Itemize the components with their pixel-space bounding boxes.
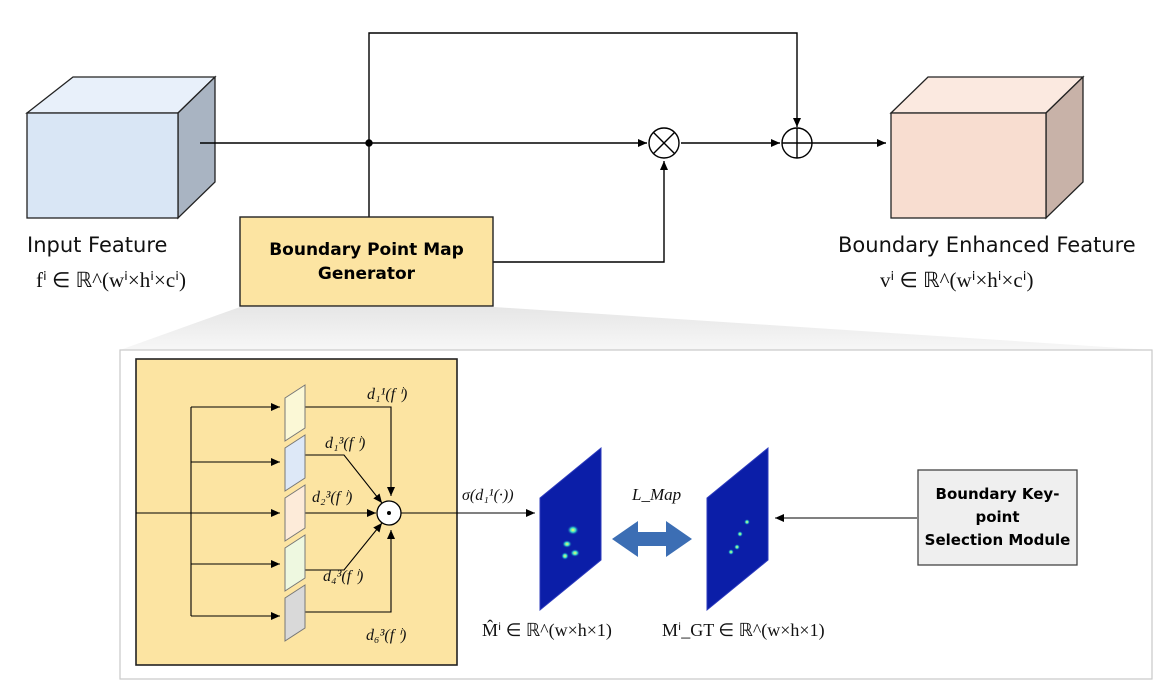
selection-module-label: Boundary Key-point Selection Module [918,470,1077,565]
selection-module-line2: Selection Module [924,531,1071,549]
output-feature-title: Boundary Enhanced Feature [838,233,1136,257]
kernel-2 [284,434,306,492]
generator-box [239,216,494,307]
predicted-map [539,446,602,612]
elementwise-node [376,500,402,526]
selection-module-box [917,469,1078,566]
generator-label: Boundary Point Map Generator [240,217,493,306]
predicted-map-formula: M̂ⁱ ∈ ℝ^(w×h×1) [482,620,612,640]
kernel-1 [284,384,306,442]
branch-label-5: d₆³(f ⁱ) [366,627,407,644]
detail-connections [136,403,917,620]
input-feature-cube [25,75,217,220]
ground-truth-map-formula: Mⁱ_GT ∈ ℝ^(w×h×1) [662,620,825,640]
branch-label-2: d₁³(f ⁱ) [325,435,366,452]
loss-label: L_Map [632,485,682,504]
generator-label-line1: Boundary Point Map [269,239,464,260]
kernel-4 [284,534,306,592]
add-node [781,127,813,159]
zoom-projection [120,307,1152,350]
multiply-node [648,127,680,159]
generator-label-line2: Generator [317,263,416,284]
branch-label-4: d₄³(f ⁱ) [323,568,364,585]
output-feature-cube [889,75,1085,220]
input-feature-formula: fⁱ ∈ ℝ^(wⁱ×hⁱ×cⁱ) [36,268,186,292]
selection-module-line1: Boundary Key-point [935,485,1060,526]
dilated-conv-kernels [284,384,306,642]
top-connections [200,32,886,263]
branch-label-3: d₂³(f ⁱ) [312,489,353,506]
kernel-5 [284,584,306,642]
loss-double-arrow [612,521,692,557]
output-feature-formula: vⁱ ∈ ℝ^(wⁱ×hⁱ×cⁱ) [880,268,1034,292]
kernel-3 [284,484,306,542]
sigmoid-label: σ(d₁¹(·)) [462,487,514,504]
branch-label-1: d₁¹(f ⁱ) [367,386,408,403]
ground-truth-map [706,446,769,612]
input-feature-title: Input Feature [27,233,168,257]
